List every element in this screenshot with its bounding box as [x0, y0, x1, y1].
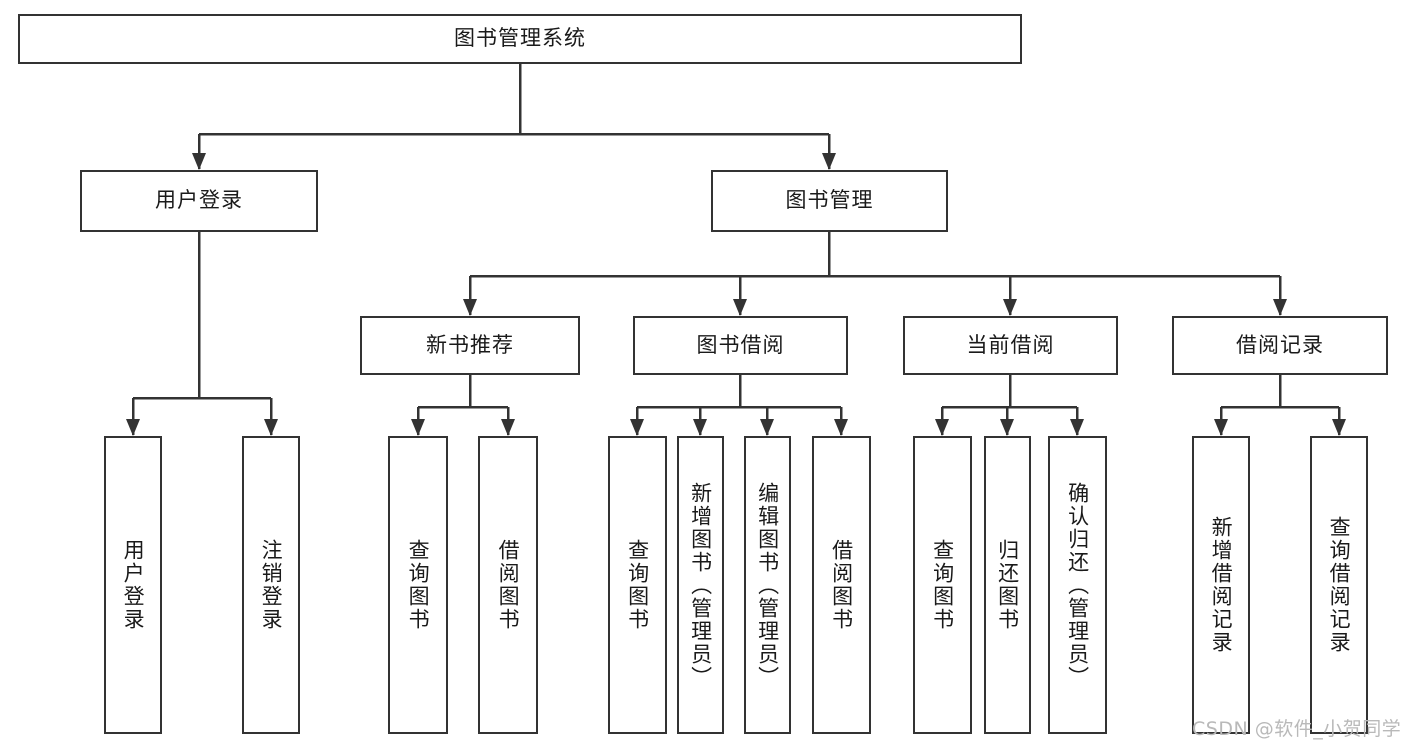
node-leaf-borrow-book-1[interactable]: 借阅图书: [478, 436, 538, 734]
node-leaf-borrow-book-2-label: 借阅图书: [829, 539, 854, 631]
node-leaf-user-login-label: 用户登录: [121, 539, 146, 631]
node-leaf-user-login[interactable]: 用户登录: [104, 436, 162, 734]
node-book-management[interactable]: 图书管理: [711, 170, 948, 232]
node-leaf-query-record[interactable]: 查询借阅记录: [1310, 436, 1368, 734]
node-leaf-edit-book[interactable]: 编辑图书（管理员）: [744, 436, 791, 734]
node-leaf-borrow-book-1-label: 借阅图书: [496, 539, 521, 631]
node-leaf-add-record[interactable]: 新增借阅记录: [1192, 436, 1250, 734]
node-book-borrow[interactable]: 图书借阅: [633, 316, 848, 375]
node-user-login[interactable]: 用户登录: [80, 170, 318, 232]
node-root[interactable]: 图书管理系统: [18, 14, 1022, 64]
node-leaf-borrow-book-2[interactable]: 借阅图书: [812, 436, 871, 734]
node-leaf-query-book-1-label: 查询图书: [406, 539, 431, 631]
node-borrow-record[interactable]: 借阅记录: [1172, 316, 1388, 375]
node-leaf-logout[interactable]: 注销登录: [242, 436, 300, 734]
node-leaf-edit-book-label: 编辑图书（管理员）: [755, 481, 780, 689]
node-leaf-confirm-return[interactable]: 确认归还（管理员）: [1048, 436, 1107, 734]
node-leaf-query-book-3[interactable]: 查询图书: [913, 436, 972, 734]
node-leaf-query-book-1[interactable]: 查询图书: [388, 436, 448, 734]
node-new-book-recommend[interactable]: 新书推荐: [360, 316, 580, 375]
node-current-borrow[interactable]: 当前借阅: [903, 316, 1118, 375]
csdn-watermark: CSDN @软件_小贺同学: [1192, 718, 1402, 740]
node-leaf-query-book-2-label: 查询图书: [625, 539, 650, 631]
node-leaf-return-book[interactable]: 归还图书: [984, 436, 1031, 734]
node-leaf-confirm-return-label: 确认归还（管理员）: [1065, 481, 1090, 689]
node-leaf-logout-label: 注销登录: [259, 539, 284, 631]
node-leaf-add-record-label: 新增借阅记录: [1209, 516, 1234, 654]
node-leaf-query-record-label: 查询借阅记录: [1327, 516, 1352, 654]
node-leaf-query-book-2[interactable]: 查询图书: [608, 436, 667, 734]
node-leaf-query-book-3-label: 查询图书: [930, 539, 955, 631]
node-leaf-add-book[interactable]: 新增图书（管理员）: [677, 436, 724, 734]
node-leaf-add-book-label: 新增图书（管理员）: [688, 481, 713, 689]
node-leaf-return-book-label: 归还图书: [995, 539, 1020, 631]
